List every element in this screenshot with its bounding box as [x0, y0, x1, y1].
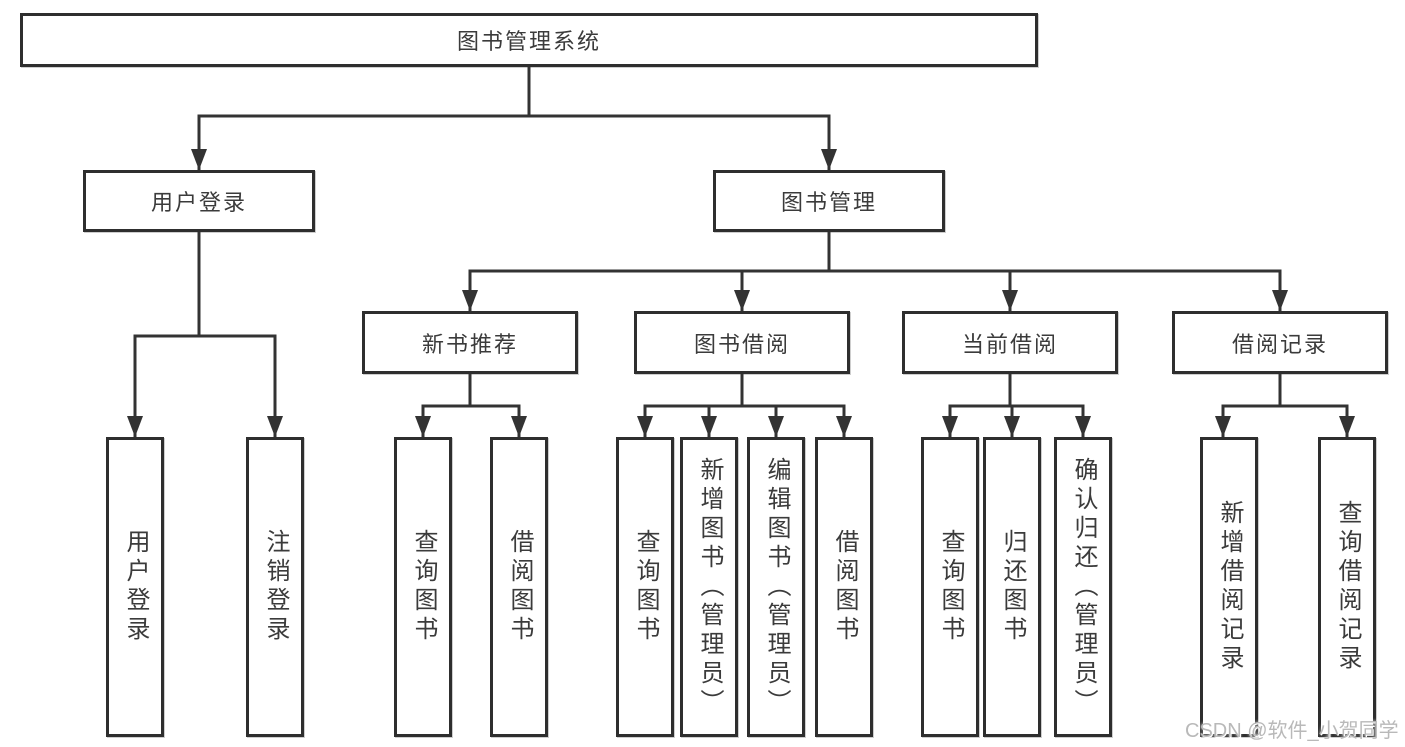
node-user-login-label: 用户登录 [150, 190, 247, 215]
leaf-cb-query-books-label: 查询图书 [937, 529, 964, 645]
leaf-br-query-record: 查询借阅记录 [1318, 437, 1376, 737]
leaf-br-add-record-label: 新增借阅记录 [1216, 500, 1243, 674]
leaf-cb-return-books-label: 归还图书 [999, 529, 1026, 645]
leaf-bb-query-books-label: 查询图书 [632, 529, 659, 645]
leaf-logout-label: 注销登录 [262, 529, 289, 645]
leaf-logout: 注销登录 [246, 437, 304, 737]
node-new-book-recommendation-label: 新书推荐 [421, 331, 518, 357]
leaf-bb-query-books: 查询图书 [616, 437, 674, 737]
node-book-management: 图书管理 [713, 170, 945, 232]
leaf-bb-add-books-admin: 新增图书（管理员） [680, 437, 738, 737]
leaf-cb-query-books: 查询图书 [921, 437, 979, 737]
leaf-rec-borrow-books-label: 借阅图书 [506, 529, 533, 645]
node-borrowing-records: 借阅记录 [1172, 311, 1388, 374]
leaf-bb-edit-books-admin-label: 编辑图书（管理员） [763, 456, 790, 718]
leaf-br-add-record: 新增借阅记录 [1200, 437, 1258, 737]
leaf-bb-edit-books-admin: 编辑图书（管理员） [747, 437, 805, 737]
node-root-system: 图书管理系统 [20, 13, 1038, 67]
leaf-cb-return-books: 归还图书 [983, 437, 1041, 737]
node-new-book-recommendation: 新书推荐 [362, 311, 578, 374]
leaf-rec-query-books: 查询图书 [394, 437, 452, 737]
node-root-label: 图书管理系统 [456, 29, 601, 54]
leaf-rec-borrow-books: 借阅图书 [490, 437, 548, 737]
node-borrowing-records-label: 借阅记录 [1231, 331, 1328, 357]
leaf-bb-add-books-admin-label: 新增图书（管理员） [696, 456, 723, 718]
leaf-bb-borrow-books: 借阅图书 [815, 437, 873, 737]
node-user-login: 用户登录 [83, 170, 315, 232]
node-current-borrowing-label: 当前借阅 [961, 331, 1058, 357]
leaf-user-login: 用户登录 [106, 437, 164, 737]
node-current-borrowing: 当前借阅 [902, 311, 1118, 374]
node-book-borrowing: 图书借阅 [634, 311, 850, 374]
leaf-bb-borrow-books-label: 借阅图书 [831, 529, 858, 645]
leaf-br-query-record-label: 查询借阅记录 [1334, 500, 1361, 674]
leaf-rec-query-books-label: 查询图书 [410, 529, 437, 645]
leaf-cb-confirm-return-admin-label: 确认归还（管理员） [1070, 456, 1097, 718]
csdn-watermark: CSDN @软件_小贺同学 [1185, 720, 1399, 742]
leaf-user-login-label: 用户登录 [122, 529, 149, 645]
leaf-cb-confirm-return-admin: 确认归还（管理员） [1054, 437, 1112, 737]
node-book-borrowing-label: 图书借阅 [693, 331, 790, 357]
node-book-management-label: 图书管理 [780, 190, 877, 215]
